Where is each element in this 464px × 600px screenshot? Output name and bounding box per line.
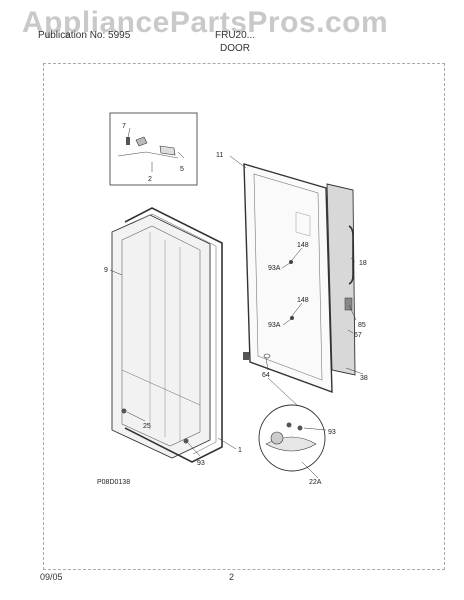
section-title: DOOR (220, 43, 250, 54)
callout-148-upper: 148 (297, 242, 309, 249)
callout-93-right: 93 (328, 429, 336, 436)
callout-9: 9 (104, 267, 108, 274)
leader-lines (109, 155, 364, 479)
callout-64: 64 (262, 372, 270, 379)
callout-148-lower: 148 (297, 297, 309, 304)
callout-93-bottom: 93 (197, 460, 205, 467)
inner-door-liner (243, 163, 333, 394)
publication-number: Publication No: 5995 (38, 30, 131, 41)
outer-door-panel (111, 214, 211, 459)
model-number: FRU20... (215, 30, 256, 41)
callout-7: 7 (122, 123, 126, 130)
callout-85: 85 (358, 322, 366, 329)
site-watermark: AppliancePartsPros.com (22, 6, 389, 39)
screw-93-icon (183, 438, 189, 444)
hinge-callout-detail (258, 377, 326, 472)
callout-93a-upper: 93A (268, 265, 281, 272)
callout-93a-lower: 93A (268, 322, 281, 329)
callout-25: 25 (143, 423, 151, 430)
callout-38: 38 (360, 375, 368, 382)
diagram-code: P08D0138 (97, 479, 130, 486)
footer-page-number: 2 (229, 572, 235, 582)
callout-5: 5 (180, 166, 184, 173)
inset-hinge-detail (109, 112, 198, 186)
callout-2: 2 (148, 176, 152, 183)
diagram-frame (43, 63, 445, 570)
callout-22a: 22A (309, 479, 322, 486)
callout-11: 11 (216, 152, 223, 159)
screw-25-icon (121, 408, 127, 414)
door-gasket (124, 207, 223, 463)
callout-67: 67 (354, 332, 362, 339)
footer-date: 09/05 (40, 572, 63, 582)
door-strip-and-handle (326, 183, 356, 376)
callout-18: 18 (359, 260, 367, 267)
callout-1: 1 (238, 447, 242, 454)
